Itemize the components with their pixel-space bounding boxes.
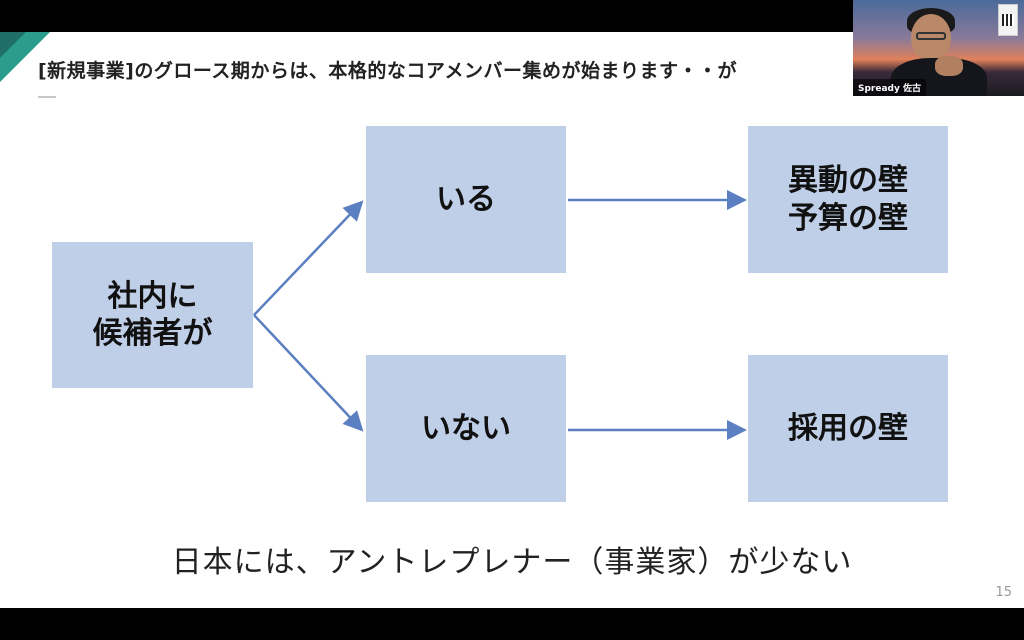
participant-name: Spready 佐古 — [853, 79, 926, 96]
bottom-statement: 日本には、アントレプレナー（事業家）が少ない — [171, 545, 853, 580]
box-internal-candidates: 社内に 候補者が — [52, 242, 253, 388]
slide-title: [新規事業]のグロース期からは、本格的なコアメンバー集めが始まります・・が — [38, 60, 737, 82]
presentation-slide: [新規事業]のグロース期からは、本格的なコアメンバー集めが始まります・・が 社内… — [0, 32, 1024, 608]
arrow-to-yes — [253, 200, 364, 316]
title-underline — [38, 96, 56, 98]
box-branch-yes-label: いる — [436, 181, 496, 217]
arrow-to-no — [253, 314, 364, 432]
participant-video-tile[interactable]: Spready 佐古 — [853, 0, 1024, 96]
box-outcome-yes-line2: 予算の壁 — [788, 200, 908, 236]
corner-accent-dark — [0, 32, 26, 58]
box-branch-no-label: いない — [421, 410, 511, 446]
box-outcome-yes-line1: 異動の壁 — [788, 163, 908, 198]
qr-code-icon — [1002, 14, 1014, 26]
box-branch-no: いない — [366, 355, 566, 502]
box-branch-yes: いる — [366, 126, 566, 273]
box-outcome-no-label: 採用の壁 — [788, 410, 908, 446]
box-outcome-yes: 異動の壁 予算の壁 — [748, 126, 948, 273]
box-outcome-no: 採用の壁 — [748, 355, 948, 502]
page-number: 15 — [995, 585, 1012, 600]
qr-code-card — [998, 4, 1018, 36]
participant-hand — [935, 56, 963, 76]
participant-glasses — [916, 32, 946, 40]
box-internal-candidates-line2: 候補者が — [92, 316, 213, 351]
box-internal-candidates-line1: 社内に — [107, 278, 198, 314]
